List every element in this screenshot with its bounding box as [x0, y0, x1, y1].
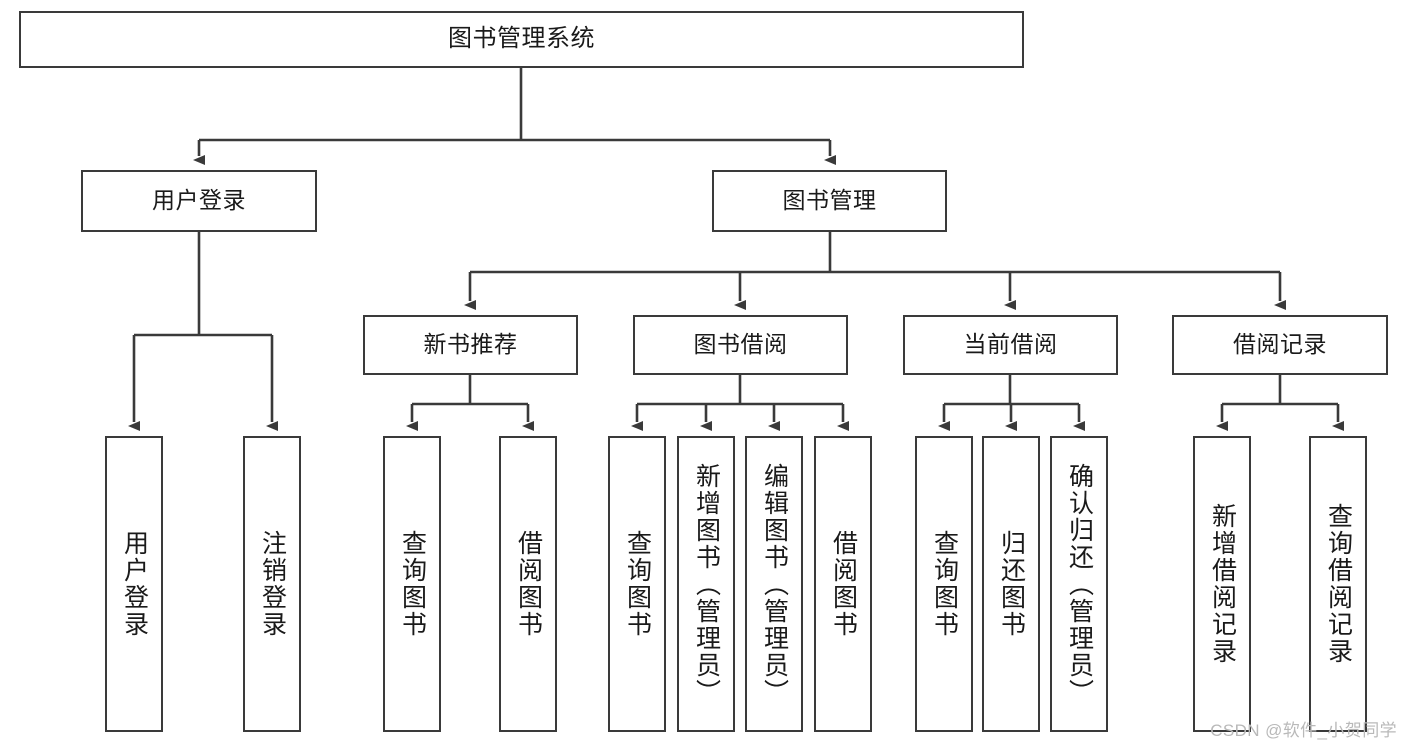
node-label: 用户登录 — [120, 530, 149, 638]
node-root-system[interactable]: 图书管理系统 — [19, 11, 1024, 68]
leaf-borrow-edit-book[interactable]: 编辑图书（管理员） — [745, 436, 803, 732]
leaf-user-login-logout[interactable]: 注销登录 — [243, 436, 301, 732]
node-label: 注销登录 — [258, 530, 287, 638]
node-label: 图书管理 — [782, 187, 877, 214]
node-label: 查询图书 — [398, 530, 427, 638]
node-label: 新书推荐 — [423, 331, 518, 358]
leaf-current-confirm-return[interactable]: 确认归还（管理员） — [1050, 436, 1108, 732]
leaf-current-return-book[interactable]: 归还图书 — [982, 436, 1040, 732]
node-new-book-recommend[interactable]: 新书推荐 — [363, 315, 578, 375]
node-label: 用户登录 — [152, 187, 246, 214]
node-label: 确认归还（管理员） — [1065, 462, 1094, 706]
node-label: 借阅记录 — [1233, 331, 1327, 358]
csdn-watermark: CSDN @软件_小贺同学 — [1210, 721, 1397, 740]
node-label: 图书借阅 — [693, 331, 788, 358]
leaf-borrow-query-book[interactable]: 查询图书 — [608, 436, 666, 732]
node-label: 编辑图书（管理员） — [760, 462, 789, 706]
leaf-record-add-record[interactable]: 新增借阅记录 — [1193, 436, 1251, 732]
node-label: 借阅图书 — [514, 530, 543, 638]
node-book-management[interactable]: 图书管理 — [712, 170, 947, 232]
node-borrow-record[interactable]: 借阅记录 — [1172, 315, 1388, 375]
leaf-recommend-query-book[interactable]: 查询图书 — [383, 436, 441, 732]
node-label: 借阅图书 — [829, 530, 858, 638]
leaf-borrow-add-book[interactable]: 新增图书（管理员） — [677, 436, 735, 732]
leaf-user-login-login[interactable]: 用户登录 — [105, 436, 163, 732]
node-current-borrow[interactable]: 当前借阅 — [903, 315, 1118, 375]
node-label: 归还图书 — [997, 530, 1026, 638]
node-user-login[interactable]: 用户登录 — [81, 170, 317, 232]
node-label: 新增图书（管理员） — [692, 462, 721, 706]
node-label: 查询图书 — [930, 530, 959, 638]
node-label: 当前借阅 — [963, 331, 1058, 358]
node-label: 新增借阅记录 — [1208, 503, 1237, 665]
leaf-recommend-borrow-book[interactable]: 借阅图书 — [499, 436, 557, 732]
leaf-borrow-borrow-book[interactable]: 借阅图书 — [814, 436, 872, 732]
leaf-record-query-record[interactable]: 查询借阅记录 — [1309, 436, 1367, 732]
node-label: 查询图书 — [623, 530, 652, 638]
leaf-current-query-book[interactable]: 查询图书 — [915, 436, 973, 732]
node-label: 图书管理系统 — [448, 25, 595, 53]
node-label: 查询借阅记录 — [1324, 503, 1353, 665]
node-book-borrow[interactable]: 图书借阅 — [633, 315, 848, 375]
